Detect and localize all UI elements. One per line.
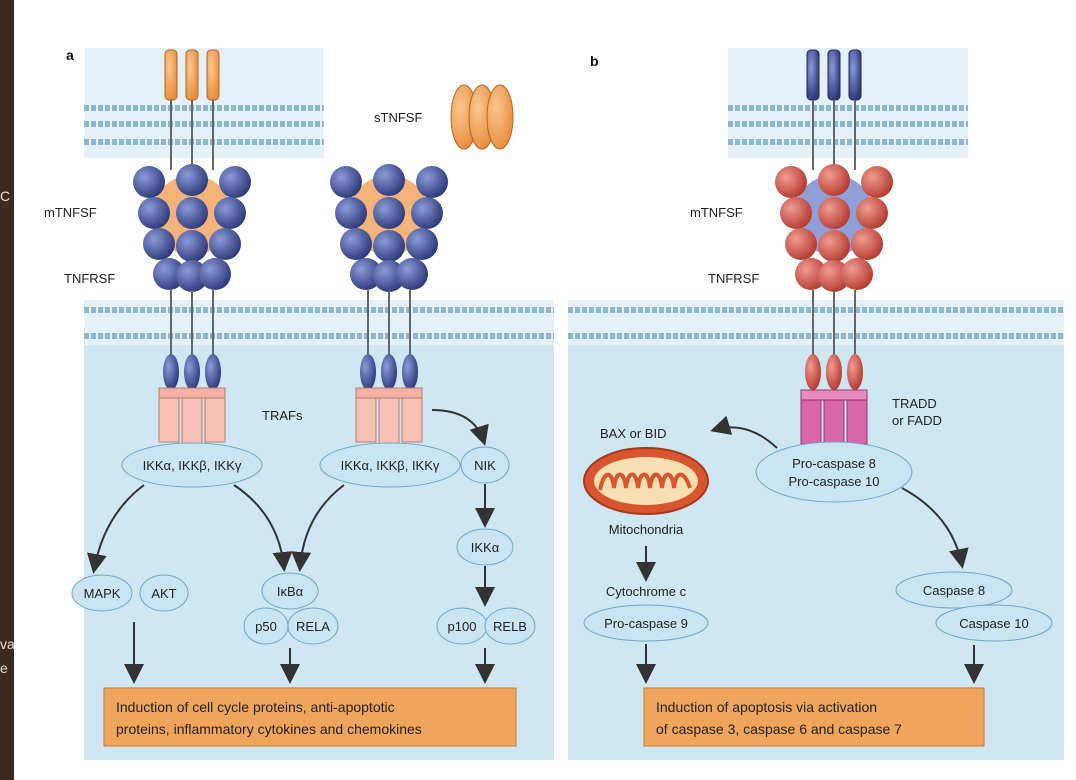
edge-text-va: va — [0, 636, 15, 652]
trafs-label: TRAFs — [262, 408, 303, 423]
mtnfsf-label-a: mTNFSF — [44, 205, 97, 220]
top-membrane-bilayer — [84, 105, 324, 145]
edge-text-e: e — [0, 660, 8, 676]
ikba-label: IκBα — [277, 584, 304, 599]
outcome-b-line2: of caspase 3, caspase 6 and caspase 7 — [656, 721, 902, 737]
outcome-box-a — [103, 687, 517, 747]
left-receptor-cluster — [133, 164, 251, 360]
p50-label: p50 — [255, 619, 277, 634]
tnfrsf-label-b: TNFRSF — [708, 271, 759, 286]
caspase-8-node — [895, 571, 1013, 609]
rela-node — [287, 607, 339, 645]
mitochondrion-icon — [583, 447, 709, 515]
soluble-ligand-trimer — [450, 84, 514, 150]
panel-a-letter: a — [66, 47, 74, 63]
edge-text-c: C — [0, 188, 11, 204]
panel-b-arrows — [636, 415, 984, 684]
traf-adaptor-right — [355, 354, 423, 445]
tradd-label-line2: or FADD — [892, 413, 942, 428]
ikk-complex-left — [121, 442, 263, 488]
outcome-b-line1: Induction of apoptosis via activation — [656, 699, 877, 715]
procasp9-label: Pro-caspase 9 — [604, 616, 688, 631]
rela-label: RELA — [296, 619, 330, 634]
screen-edge — [0, 0, 14, 780]
death-receptor-cluster — [775, 164, 893, 360]
ikba-node — [261, 572, 319, 610]
bax-bid-label: BAX or BID — [600, 426, 666, 441]
relb-node — [484, 607, 536, 645]
top-membrane-bilayer-b — [728, 105, 968, 145]
caspase-10-node — [935, 604, 1053, 642]
plasma-membrane — [84, 300, 554, 345]
right-receptor-cluster — [330, 164, 448, 360]
tradd-label-line1: TRADD — [892, 396, 937, 411]
panel-b: mTNFSF TNFRSF TRADD or FADD Pro-caspase … — [562, 0, 1076, 780]
outcome-box-b — [643, 687, 985, 747]
akt-node — [139, 574, 189, 612]
mitochondria-label: Mitochondria — [609, 522, 684, 537]
outcome-a-line2: proteins, inflammatory cytokines and che… — [116, 721, 422, 737]
nik-label: NIK — [474, 458, 496, 473]
stnfsf-label: sTNFSF — [374, 110, 422, 125]
casp10-label: Caspase 10 — [959, 616, 1028, 631]
membrane-ligand-rods-b — [806, 49, 862, 170]
cytochrome-c-label: Cytochrome c — [606, 584, 687, 599]
tnfrsf-label-a: TNFRSF — [64, 271, 115, 286]
relb-label: RELB — [493, 619, 527, 634]
ikk-right-label: IKKα, IKKβ, IKKγ — [341, 458, 440, 473]
procasp8-label: Pro-caspase 8 — [792, 456, 876, 471]
mapk-node — [71, 574, 133, 612]
ikka-node — [456, 528, 514, 566]
plasma-membrane-b — [568, 300, 1064, 345]
panel-a-arrows — [87, 409, 495, 684]
procaspase-9-node — [583, 604, 709, 642]
p100-label: p100 — [448, 619, 477, 634]
nik-node — [460, 446, 510, 484]
panel-a-diagram: sTNFSF mTNFSF TNFRSF — [44, 47, 554, 760]
ikk-left-label: IKKα, IKKβ, IKKγ — [143, 458, 242, 473]
casp8-label: Caspase 8 — [923, 583, 985, 598]
tradd-fadd-adaptor — [800, 354, 868, 449]
panel-b-diagram: mTNFSF TNFRSF TRADD or FADD Pro-caspase … — [568, 48, 1064, 760]
procaspase-8-10-complex — [755, 441, 913, 503]
figure-slide: sTNFSF mTNFSF TNFRSF — [14, 0, 1076, 780]
mtnfsf-label-b: mTNFSF — [690, 205, 743, 220]
panel-b-letter: b — [590, 53, 599, 69]
procasp10-label: Pro-caspase 10 — [788, 474, 879, 489]
outcome-a-line1: Induction of cell cycle proteins, anti-a… — [116, 699, 395, 715]
ikk-complex-right — [319, 442, 461, 488]
membrane-ligand-rods — [164, 49, 220, 170]
ikka-label: IKKα — [471, 540, 500, 555]
panel-a: sTNFSF mTNFSF TNFRSF — [44, 0, 564, 780]
akt-label: AKT — [151, 586, 176, 601]
mapk-label: MAPK — [84, 586, 121, 601]
traf-adaptor-left — [158, 354, 226, 445]
